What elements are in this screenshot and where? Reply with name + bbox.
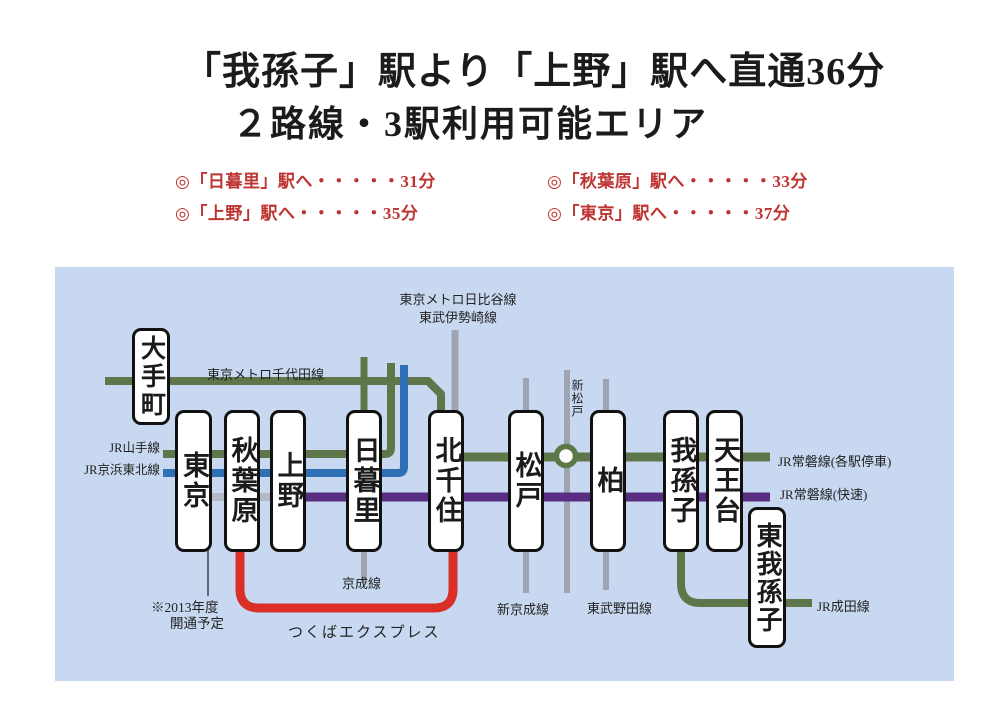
route-map-panel: 大手町 東京 秋葉原 上野 日暮里 北千住 松戸 柏 我孫子 天王台 東我孫子 … xyxy=(55,267,954,681)
chiyoda-line-label: 東京メトロ千代田線 xyxy=(207,367,325,382)
station-box-higashi-abiko: 東我孫子 xyxy=(748,507,786,648)
station-box-kashiwa: 柏 xyxy=(590,410,626,552)
isesaki-line-label: 東武伊勢崎線 xyxy=(418,310,497,325)
station-label-nippori: 日暮里 xyxy=(349,436,380,526)
station-label-matsudo: 松戸 xyxy=(511,451,542,511)
station-box-tennodai: 天王台 xyxy=(706,410,743,552)
access-time-nippori: ◎「日暮里」駅へ・・・・・31分 xyxy=(175,172,436,191)
yamanote-line xyxy=(163,363,395,458)
station-box-otemachi: 大手町 xyxy=(132,328,170,425)
shinmatsudo-station-marker xyxy=(553,443,579,469)
yamanote-line-label: JR山手線 xyxy=(109,441,160,455)
station-box-abiko: 我孫子 xyxy=(663,410,699,552)
keihin-tohoku-line xyxy=(163,365,408,477)
station-label-tennodai: 天王台 xyxy=(710,436,740,526)
hibiya-line-label: 東京メトロ日比谷線 xyxy=(399,292,517,307)
joban-rapid-label: JR常磐線(快速) xyxy=(780,487,868,502)
tsukuba-express-line xyxy=(235,550,458,613)
station-label-kitasenju: 北千住 xyxy=(431,436,462,526)
station-box-kitasenju: 北千住 xyxy=(428,410,464,552)
station-label-abiko: 我孫子 xyxy=(666,436,697,526)
narita-line xyxy=(677,547,812,607)
access-time-akihabara: ◎「秋葉原」駅へ・・・・・33分 xyxy=(547,172,808,191)
page-subtitle: ２路線・3駅利用可能エリア xyxy=(232,104,709,144)
keisei-line-label: 京成線 xyxy=(342,576,382,591)
station-label-ueno: 上野 xyxy=(273,451,304,511)
station-label-higashi-abiko: 東我孫子 xyxy=(753,521,782,634)
chiyoda-line xyxy=(105,377,445,412)
station-box-nippori: 日暮里 xyxy=(346,410,382,552)
note-2013-line2: 開通予定 xyxy=(170,616,224,631)
station-label-otemachi: 大手町 xyxy=(137,334,165,419)
shinkeisei-line-label: 新京成線 xyxy=(497,602,550,617)
station-box-tokyo: 東京 xyxy=(175,410,212,552)
station-label-akihabara: 秋葉原 xyxy=(227,436,258,526)
tobu-noda-line-label: 東武野田線 xyxy=(587,601,653,616)
station-label-tokyo: 東京 xyxy=(179,451,209,511)
joban-local-label: JR常磐線(各駅停車) xyxy=(778,454,892,469)
station-box-akihabara: 秋葉原 xyxy=(224,410,260,552)
access-time-ueno: ◎「上野」駅へ・・・・・35分 xyxy=(175,204,419,223)
access-time-tokyo: ◎「東京」駅へ・・・・・37分 xyxy=(547,204,791,223)
note-2013-line1: ※2013年度 xyxy=(151,600,219,615)
shinmatsudo-label: 新松戸 xyxy=(570,379,584,418)
tsukuba-express-label: つくばエクスプレス xyxy=(288,625,441,641)
page-title: 「我孫子」駅より「上野」駅へ直通36分 xyxy=(183,51,886,93)
station-label-kashiwa: 柏 xyxy=(593,466,624,496)
keihin-tohoku-line-label: JR京浜東北線 xyxy=(84,463,160,477)
station-box-ueno: 上野 xyxy=(270,410,306,552)
station-box-matsudo: 松戸 xyxy=(508,410,544,552)
narita-line-label: JR成田線 xyxy=(817,599,870,614)
